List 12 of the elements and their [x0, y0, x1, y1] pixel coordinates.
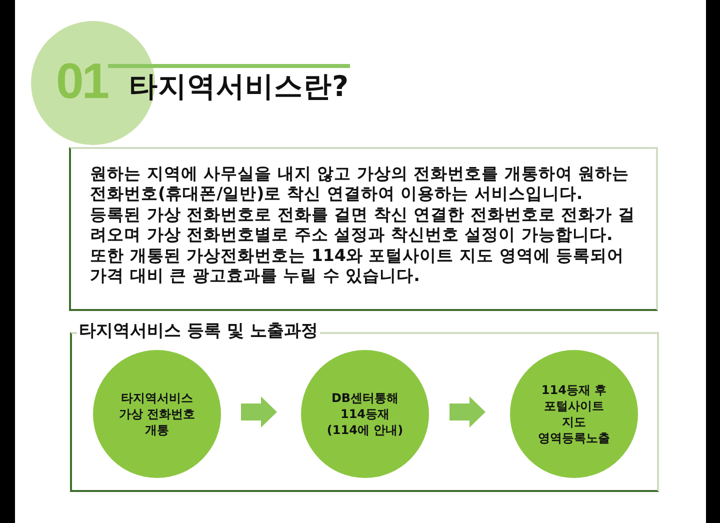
panel-heading: 타지역서비스 등록 및 노출과정: [77, 320, 320, 342]
text-panel: [69, 147, 658, 311]
circle-label: 타지역서비스 가상 전화번호 개통: [118, 390, 196, 438]
section-number: 01: [56, 56, 108, 106]
arrow: [450, 396, 486, 428]
arrow: [241, 396, 277, 428]
title: 타지역서비스란?: [129, 70, 349, 104]
description-paragraph: 원하는 지역에 사무실을 내지 않고 가상의 전화번호를 개통하여 원하는 전화번호(휴대폰/일반)로 착신 연결하여 이용하는 서비스입니다.: [90, 164, 630, 205]
circle-label: DB센터통해 114등재 (114에 안내): [326, 390, 404, 438]
circle-label: 114등재 후 포털사이트 지도 영역등록노출: [537, 382, 611, 446]
description-paragraph: 등록된 가상 전화번호로 전화를 걸면 착신 연결한 전화번호로 전화가 걸려오며 가상 전화번호별로 주소 설정과 착신번호 설정이 가능합니다.: [90, 204, 636, 246]
description-paragraph: 또한 개통된 가상전화번호는 114와 포털사이트 지도 영역에 등록되어 가격 대비 큰 광고효과를 누릴 수 있습니다.: [90, 246, 626, 286]
